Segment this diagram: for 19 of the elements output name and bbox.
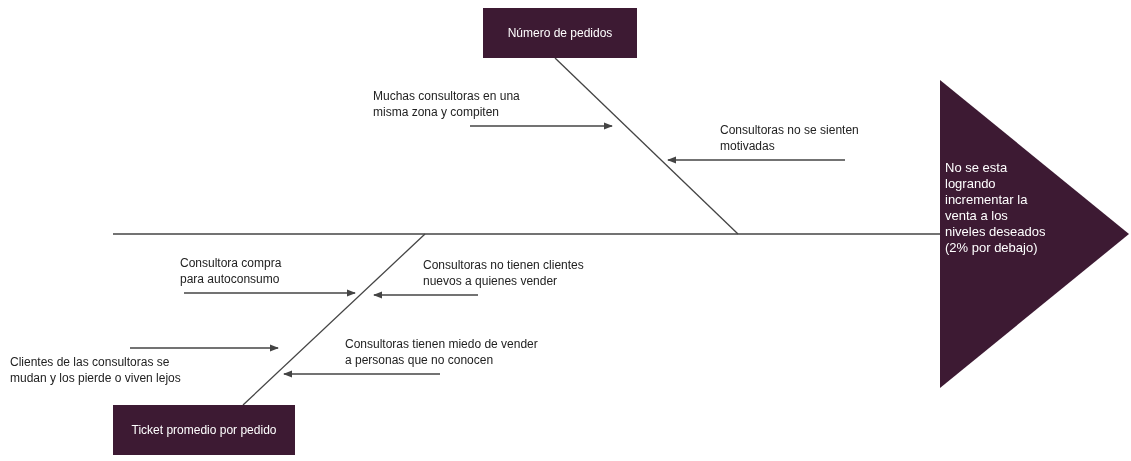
cause-label: Consultoras tienen miedo de vender a personas que no conocen	[345, 336, 545, 368]
cause-label: Consultoras no tienen clientes nuevos a quienes vender	[423, 257, 598, 289]
category-box: Ticket promedio por pedido	[113, 405, 295, 455]
arrow	[183, 289, 356, 297]
effect-head	[940, 80, 1131, 388]
cause-label: Consultora compra para autoconsumo	[180, 255, 308, 287]
spine-line	[112, 233, 941, 235]
bone-line	[242, 233, 426, 406]
arrow	[129, 344, 279, 352]
effect-label: No se esta logrando incrementar la venta a los niveles deseados (2% por debajo)	[945, 160, 1047, 256]
cause-label: Muchas consultoras en una misma zona y compiten	[373, 88, 523, 120]
bone-line	[554, 57, 739, 235]
arrow	[469, 122, 613, 130]
category-box: Número de pedidos	[483, 8, 637, 58]
arrow	[373, 291, 479, 299]
arrow	[667, 156, 846, 164]
arrow	[283, 370, 441, 378]
cause-label: Consultoras no se sienten motivadas	[720, 122, 870, 154]
cause-label: Clientes de las consultoras se mudan y los pierde o viven lejos	[10, 354, 185, 386]
